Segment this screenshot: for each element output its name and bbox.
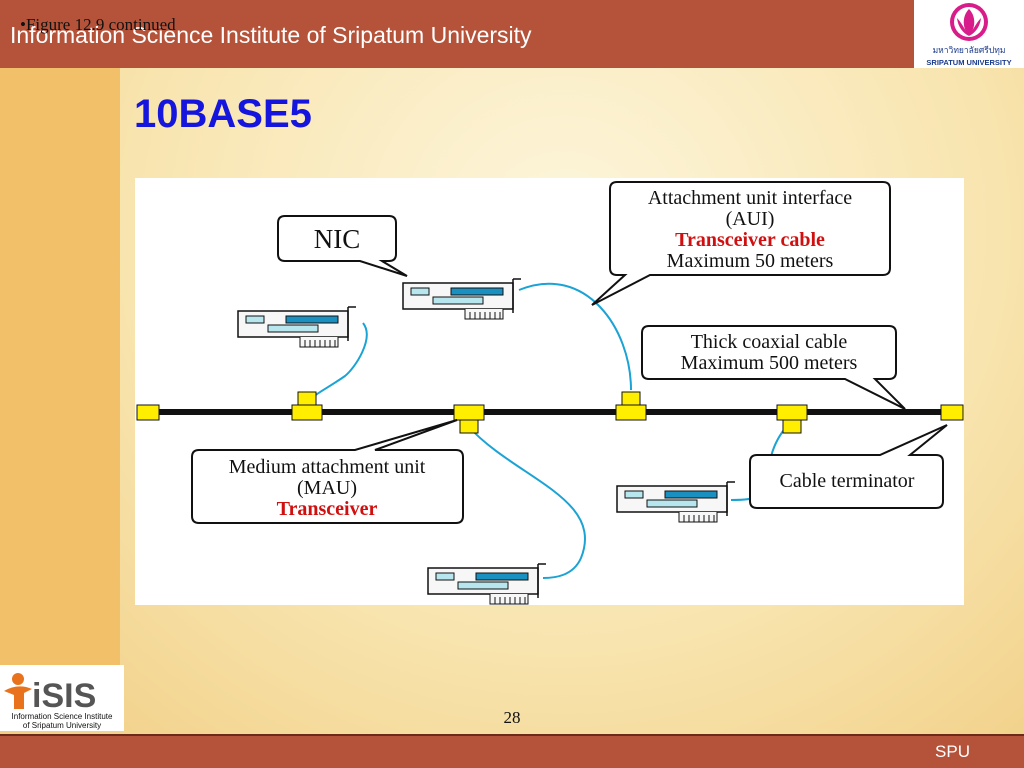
- mau-2-tap: [459, 419, 479, 434]
- slide-title: 10BASE5: [134, 92, 312, 136]
- aui-label-line3: Transceiver cable: [675, 229, 825, 251]
- header-bar: [0, 0, 1024, 68]
- mau-transceivers: [291, 391, 808, 434]
- isis-logo-text: iSIS: [32, 677, 96, 715]
- coax-label-line1: Thick coaxial cable: [691, 331, 848, 353]
- mau-4: [776, 404, 808, 421]
- isis-logo: iSIS Information Science Institute of Sr…: [0, 665, 124, 731]
- mau-1: [291, 404, 323, 421]
- aui-label-line1: Attachment unit interface: [648, 187, 852, 209]
- figure-caption: •Figure 12.9 continued: [20, 15, 176, 34]
- nic-card-right: [616, 481, 736, 523]
- aui-cable-top: [518, 282, 632, 391]
- terminator-label: Cable terminator: [780, 470, 915, 492]
- network-diagram: NIC Attachment unit interface (AUI) Tran…: [135, 178, 964, 605]
- nic-card-top: [402, 278, 522, 320]
- cable-terminator-left: [136, 404, 160, 421]
- mau-label-line2: (MAU): [297, 477, 357, 499]
- lotus-emblem-icon: [950, 3, 988, 41]
- logo-english-text: SRIPATUM UNIVERSITY: [926, 58, 1011, 67]
- mau-label-line1: Medium attachment unit: [229, 456, 426, 478]
- header-title: Information Science Institute of Sripatu…: [10, 22, 532, 48]
- callout-nic: NIC: [277, 215, 408, 277]
- footer-tag: SPU: [935, 742, 970, 761]
- mau-3: [615, 404, 647, 421]
- callout-aui: Attachment unit interface (AUI) Transcei…: [591, 181, 891, 306]
- nic-card-left: [237, 306, 357, 348]
- aui-cable-bottom: [467, 425, 586, 579]
- logo-thai-text: มหาวิทยาลัยศรีปทุม: [933, 45, 1006, 56]
- nic-card-bottom: [427, 563, 547, 605]
- sripatum-logo: มหาวิทยาลัยศรีปทุม SRIPATUM UNIVERSITY: [914, 0, 1024, 68]
- callout-terminator: Cable terminator: [749, 424, 948, 509]
- mau-4-tap: [782, 419, 802, 434]
- mau-1-tap: [297, 391, 317, 406]
- mau-label-line3: Transceiver: [277, 498, 378, 520]
- page-number: 28: [503, 708, 521, 727]
- mau-2: [453, 404, 485, 421]
- aui-label-line4: Maximum 50 meters: [667, 250, 834, 272]
- isis-caption-line1: Information Science Institute: [12, 712, 113, 721]
- isis-caption-line2: of Sripatum University: [23, 721, 101, 730]
- isis-person-icon: [4, 673, 32, 709]
- nic-label: NIC: [314, 224, 361, 254]
- mau-3-tap: [621, 391, 641, 406]
- footer-bar: SPU: [0, 734, 1024, 768]
- coax-label-line2: Maximum 500 meters: [681, 352, 858, 374]
- cable-terminator-right: [940, 404, 964, 421]
- callout-mau: Medium attachment unit (MAU) Transceiver: [191, 419, 464, 524]
- aui-label-line2: (AUI): [726, 208, 775, 230]
- left-stripe: [0, 68, 120, 665]
- callout-coax: Thick coaxial cable Maximum 500 meters: [641, 325, 906, 410]
